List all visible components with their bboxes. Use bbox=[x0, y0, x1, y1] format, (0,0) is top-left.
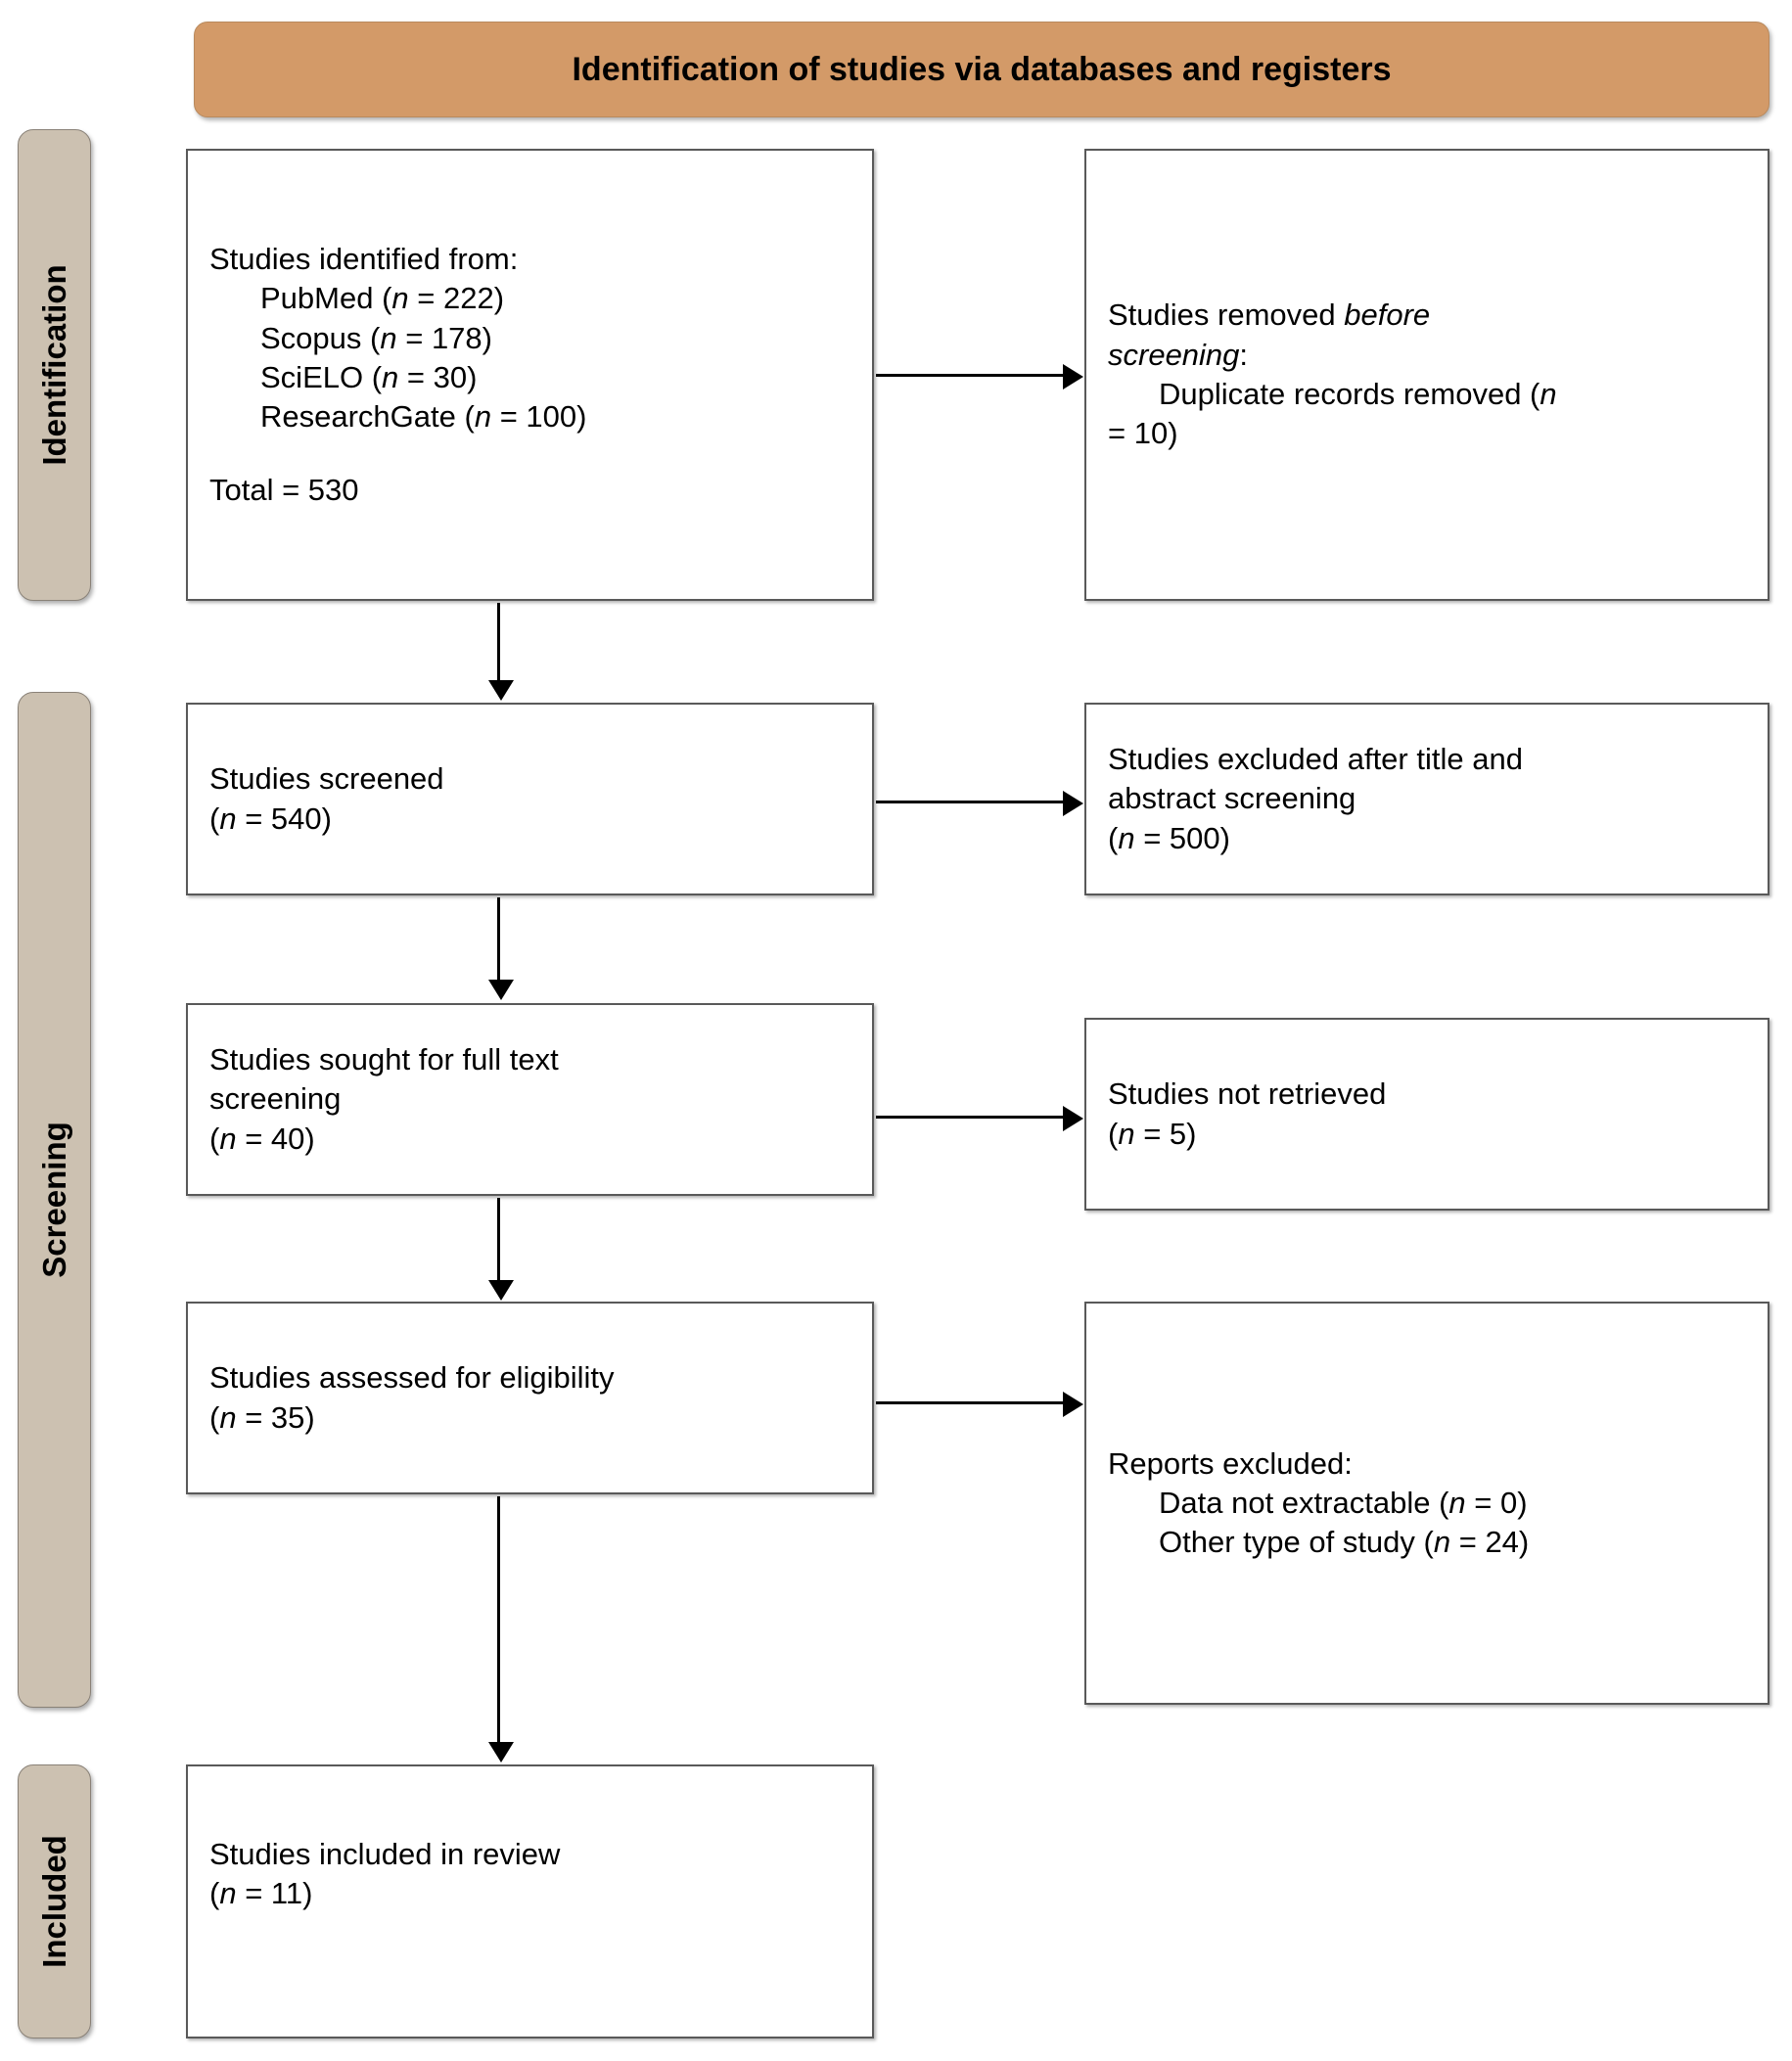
identified-source-0: PubMed (n = 222) bbox=[260, 281, 505, 316]
stage-identification: Identification bbox=[18, 129, 91, 601]
excluded-ta-count: = 500) bbox=[1134, 820, 1230, 855]
reports-excluded-reason-1: Other type of study (n = 24) bbox=[1159, 1525, 1530, 1560]
box-studies-sought-full-text: Studies sought for full text screening (… bbox=[186, 1003, 874, 1196]
removed-line2-suffix: : bbox=[1239, 337, 1249, 372]
box-screened-text: Studies screened (n = 540) bbox=[209, 761, 444, 836]
sought-line2: screening bbox=[209, 1081, 342, 1117]
removed-line1-italic: before bbox=[1344, 298, 1431, 333]
box-studies-identified-text: Studies identified from: PubMed (n = 222… bbox=[209, 240, 850, 510]
identified-source-2: SciELO (n = 30) bbox=[260, 360, 478, 394]
removed-line2-italic: screening bbox=[1108, 337, 1240, 372]
excluded-ta-line1: Studies excluded after title and bbox=[1108, 742, 1523, 777]
identified-spacer bbox=[209, 437, 850, 471]
stage-identification-label: Identification bbox=[35, 264, 72, 466]
reports-excluded-reason-0: Data not extractable (n = 0) bbox=[1159, 1485, 1528, 1520]
box-studies-not-retrieved: Studies not retrieved (n = 5) bbox=[1084, 1018, 1769, 1211]
box-sought-text: Studies sought for full text screening (… bbox=[209, 1042, 559, 1156]
box-studies-excluded-title-abstract: Studies excluded after title and abstrac… bbox=[1084, 703, 1769, 895]
diagram-header-banner: Identification of studies via databases … bbox=[194, 22, 1769, 117]
sought-line1: Studies sought for full text bbox=[209, 1042, 559, 1077]
identified-source-3: ResearchGate (n = 100) bbox=[260, 399, 587, 435]
arrow-sought-to-assessed bbox=[488, 1198, 514, 1301]
stage-screening-label: Screening bbox=[35, 1122, 72, 1278]
stage-screening: Screening bbox=[18, 692, 91, 1708]
not-retrieved-label: Studies not retrieved bbox=[1108, 1076, 1387, 1112]
screened-count: = 540) bbox=[236, 801, 332, 836]
removed-line1-prefix: Studies removed bbox=[1108, 298, 1345, 333]
arrow-assessed-to-reports-excluded bbox=[876, 1392, 1083, 1417]
arrow-screened-to-excluded bbox=[876, 791, 1083, 816]
box-excluded-ta-text: Studies excluded after title and abstrac… bbox=[1108, 742, 1523, 855]
box-not-retrieved-text: Studies not retrieved (n = 5) bbox=[1108, 1076, 1387, 1151]
identified-total: Total = 530 bbox=[209, 472, 359, 507]
assessed-count: = 35) bbox=[236, 1399, 315, 1435]
included-count: = 11) bbox=[236, 1876, 313, 1911]
arrow-screened-to-sought bbox=[488, 897, 514, 1000]
box-studies-identified: Studies identified from: PubMed (n = 222… bbox=[186, 149, 874, 601]
identified-heading: Studies identified from: bbox=[209, 242, 519, 277]
diagram-header-title: Identification of studies via databases … bbox=[572, 50, 1392, 88]
box-studies-screened: Studies screened (n = 540) bbox=[186, 703, 874, 895]
reports-excluded-heading: Reports excluded: bbox=[1108, 1445, 1353, 1481]
included-label: Studies included in review bbox=[209, 1837, 561, 1871]
box-studies-removed-before-screening: Studies removed before screening: Duplic… bbox=[1084, 149, 1769, 601]
stage-included-label: Included bbox=[35, 1835, 72, 1968]
box-assessed-text: Studies assessed for eligibility (n = 35… bbox=[209, 1360, 615, 1435]
box-reports-excluded-text: Reports excluded: Data not extractable (… bbox=[1108, 1444, 1746, 1563]
arrow-assessed-to-included bbox=[488, 1496, 514, 1763]
stage-included: Included bbox=[18, 1764, 91, 2038]
assessed-label: Studies assessed for eligibility bbox=[209, 1360, 615, 1396]
arrow-identified-to-removed bbox=[876, 364, 1083, 389]
identified-source-1: Scopus (n = 178) bbox=[260, 320, 492, 355]
screened-label: Studies screened bbox=[209, 761, 444, 797]
not-retrieved-count: = 5) bbox=[1134, 1116, 1197, 1151]
sought-count: = 40) bbox=[236, 1121, 315, 1156]
box-removed-text: Studies removed before screening: Duplic… bbox=[1108, 296, 1746, 453]
arrow-identified-to-screened bbox=[488, 603, 514, 701]
box-studies-assessed-eligibility: Studies assessed for eligibility (n = 35… bbox=[186, 1302, 874, 1494]
box-included-text: Studies included in review (n = 11) bbox=[209, 1837, 561, 1911]
box-reports-excluded: Reports excluded: Data not extractable (… bbox=[1084, 1302, 1769, 1705]
arrow-sought-to-not-retrieved bbox=[876, 1106, 1083, 1131]
excluded-ta-line2: abstract screening bbox=[1108, 781, 1356, 816]
box-studies-included-in-review: Studies included in review (n = 11) bbox=[186, 1764, 874, 2038]
removed-detail: Duplicate records removed (n = 10) bbox=[1108, 377, 1557, 451]
